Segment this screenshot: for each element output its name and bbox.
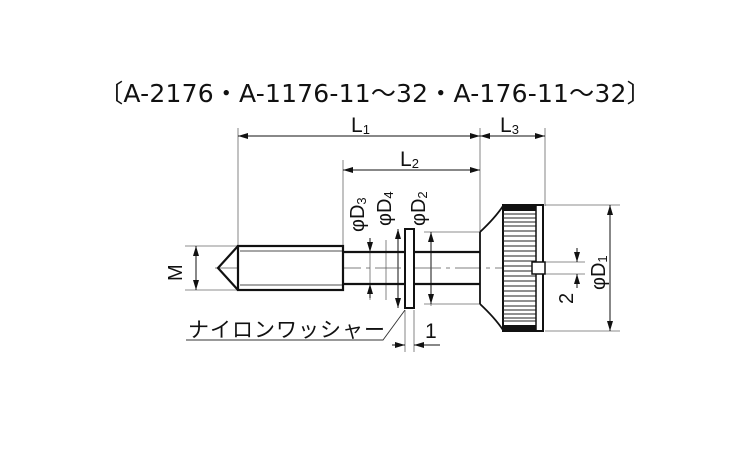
- washer-leader: [186, 309, 406, 341]
- label-L3: L3: [500, 114, 519, 137]
- washer-callout-label: ナイロンワッシャー: [188, 318, 386, 342]
- label-D1: φD1: [588, 255, 610, 290]
- knurled-knob: [502, 204, 546, 332]
- label-D2: φD2: [408, 191, 430, 226]
- page-title: 〔A-2176・A-1176-11〜32・A-176-11〜32〕: [98, 79, 652, 108]
- thumb-screw: [216, 205, 504, 331]
- label-D4: φD4: [374, 191, 396, 226]
- thread-section: [236, 244, 345, 292]
- label-L1: L1: [351, 114, 370, 137]
- label-M: M: [165, 264, 187, 281]
- label-L2: L2: [400, 148, 419, 171]
- label-slot-width: 2: [556, 292, 578, 304]
- dimension-lines: [193, 133, 613, 348]
- neck-flare: [479, 205, 504, 331]
- label-D3: φD3: [347, 197, 369, 232]
- nylon-washer: [404, 228, 415, 309]
- slot: [531, 261, 546, 275]
- label-washer-thickness: 1: [425, 320, 437, 343]
- chamfer-tip: [216, 245, 239, 291]
